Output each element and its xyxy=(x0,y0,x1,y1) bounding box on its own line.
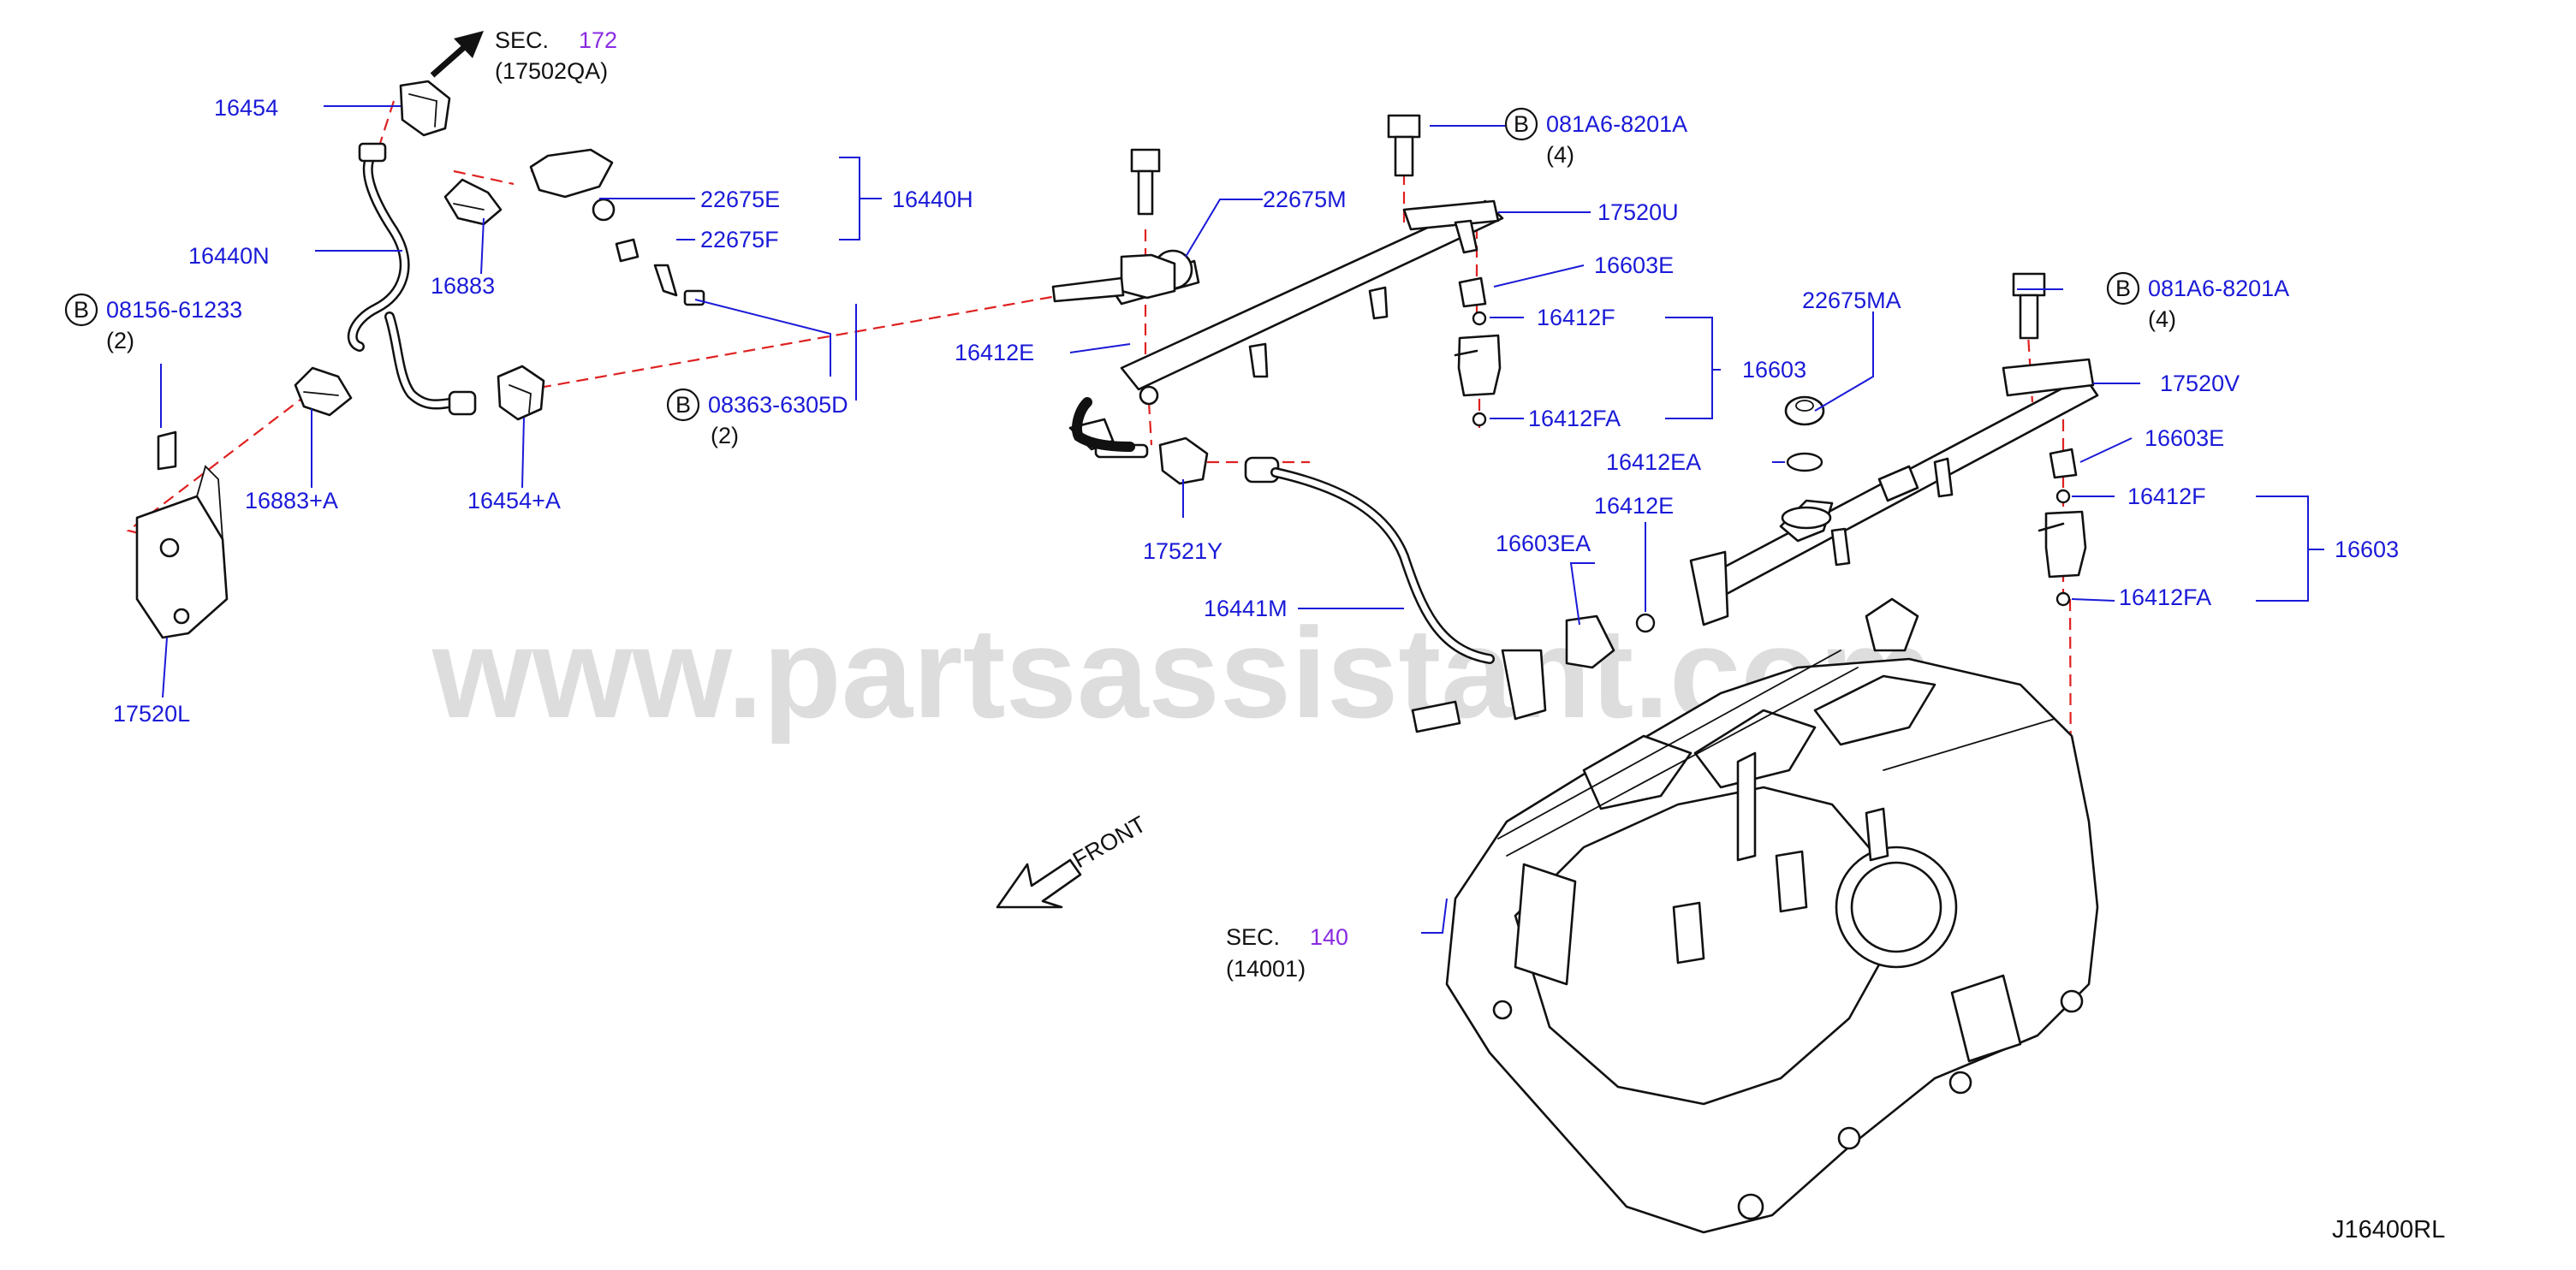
part-callout[interactable]: 16603 xyxy=(2335,537,2399,562)
bolt-ref-qty: (2) xyxy=(711,423,739,448)
bolt-ref-part[interactable]: 08156-61233 xyxy=(106,297,242,323)
fuel-hose-16440N xyxy=(347,142,477,416)
damper-cap-22675MA xyxy=(1784,395,1825,472)
part-callout[interactable]: 17520L xyxy=(113,701,190,727)
part-callout[interactable]: 16454+A xyxy=(467,488,561,513)
gasket-16603EA xyxy=(1565,613,1656,669)
part-callout[interactable]: 22675E xyxy=(700,187,780,212)
bolt-ref-circle xyxy=(2106,271,2140,306)
intake-manifold xyxy=(1445,597,2099,1234)
bracket-17520L xyxy=(135,430,229,639)
part-callout[interactable]: 16603E xyxy=(1594,252,1674,278)
part-callout[interactable]: 22675M xyxy=(1263,187,1347,212)
part-callout[interactable]: 16412F xyxy=(2127,484,2206,509)
fuel-rail-17520U xyxy=(1068,199,1504,459)
part-callout[interactable]: 16412E xyxy=(1594,493,1674,519)
clamp-17521Y xyxy=(1158,436,1209,485)
bolt-ref-circle xyxy=(1504,107,1538,141)
bolt-icon xyxy=(1130,114,1421,216)
front-label: FRONT xyxy=(1068,811,1151,873)
pulsation-damper-16440H xyxy=(529,148,705,306)
bolt-ref-part[interactable]: 08363-6305D xyxy=(708,392,848,418)
part-callout[interactable]: 16412F xyxy=(1537,305,1615,330)
part-callout[interactable]: 17520U xyxy=(1597,199,1679,225)
hose-clip-16454-a xyxy=(497,365,545,421)
bolt-ref-circle xyxy=(64,293,98,327)
bolt-ref-symbol: B xyxy=(1514,111,1529,137)
part-callout[interactable]: 16412EA xyxy=(1606,449,1701,475)
sec-prefix: SEC. xyxy=(495,27,549,53)
part-callout[interactable]: 16603 xyxy=(1742,357,1806,383)
sec-number[interactable]: 172 xyxy=(579,27,617,53)
part-callout[interactable]: 16412E xyxy=(955,340,1034,365)
sec-sub: (14001) xyxy=(1226,956,1306,982)
part-callout[interactable]: 16412FA xyxy=(2119,585,2211,610)
bolt-ref-part[interactable]: 081A6-8201A xyxy=(2148,276,2289,301)
hose-clamp-16883 xyxy=(443,178,503,226)
fuel-hose-16441M xyxy=(1244,456,1547,733)
bolt-ref-symbol: B xyxy=(74,297,89,323)
bolt-ref-symbol: B xyxy=(2115,276,2131,301)
part-callout[interactable]: 16440H xyxy=(892,187,973,212)
hose-clamp-16883-a xyxy=(294,366,353,417)
part-callout[interactable]: 22675MA xyxy=(1802,288,1901,313)
sec-prefix: SEC. xyxy=(1226,924,1280,950)
sec-sub: (17502QA) xyxy=(495,58,608,84)
diagram-code: J16400RL xyxy=(2332,1216,2445,1243)
fuel-injector-16603 xyxy=(2038,448,2087,607)
bolt-ref-qty: (4) xyxy=(1546,142,1574,168)
part-callout[interactable]: 22675F xyxy=(700,227,779,252)
bolt-ref-qty: (4) xyxy=(2148,306,2176,332)
part-callout[interactable]: 16441M xyxy=(1204,596,1288,621)
bolt-ref-symbol: B xyxy=(675,392,691,418)
bolt-ref-qty: (2) xyxy=(106,328,134,353)
bolt-ref-part[interactable]: 081A6-8201A xyxy=(1546,111,1687,137)
sec-172-arrow-icon xyxy=(430,31,484,78)
part-callout[interactable]: 16883 xyxy=(431,273,495,299)
part-callout[interactable]: 16883+A xyxy=(245,488,338,513)
part-callout[interactable]: 16603E xyxy=(2145,425,2224,451)
leader-lines xyxy=(160,105,2324,934)
part-callout[interactable]: 16454 xyxy=(214,95,278,121)
part-callout[interactable]: 16603EA xyxy=(1496,531,1591,556)
hose-clip-16454 xyxy=(399,80,451,137)
part-callout[interactable]: 16440N xyxy=(188,243,270,269)
bolt-icon xyxy=(2012,272,2046,340)
fuel-injector-16603 xyxy=(1454,276,1502,427)
front-arrow-icon xyxy=(996,858,1082,909)
part-callout[interactable]: 17520V xyxy=(2160,371,2240,396)
pressure-regulator-22675M xyxy=(1051,253,1176,452)
part-callout[interactable]: 16412FA xyxy=(1528,406,1621,431)
bolt-ref-circle xyxy=(666,388,700,422)
part-callout[interactable]: 17521Y xyxy=(1143,538,1223,564)
fuel-rail-17520V xyxy=(1689,358,2099,626)
sec-number[interactable]: 140 xyxy=(1310,924,1348,950)
